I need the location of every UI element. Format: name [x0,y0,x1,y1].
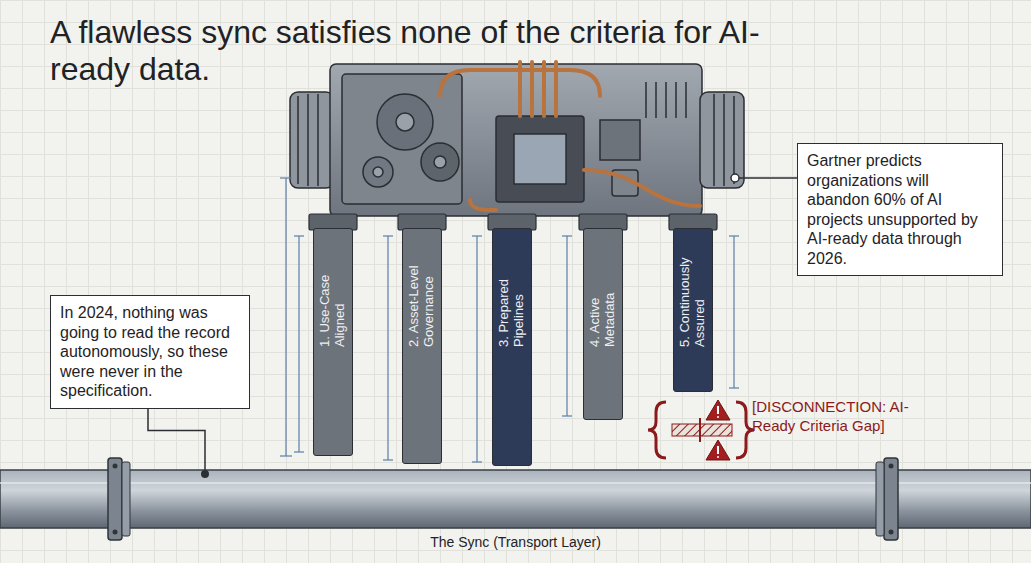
pipe-label: The Sync (Transport Layer) [0,534,1031,550]
pillar-label: 1. Use-Case Aligned [318,241,348,347]
pillar-label: 2. Asset-Level Governance [407,241,437,347]
gap-label: [DISCONNECTION: AI-Ready Criteria Gap] [752,398,937,436]
machine [290,64,744,216]
criteria-pillar: 5. Continuously Assured [673,228,713,392]
pillar-label: 5. Continuously Assured [678,241,708,347]
leader-connector [148,409,205,470]
connector-dot [201,470,209,478]
criteria-pillar: 2. Asset-Level Governance [402,228,442,464]
callout-box: Gartner predicts organizations will aban… [797,143,1003,276]
criteria-pillar: 3. Prepared Pipelines [492,228,532,466]
transport-pipe: The Sync (Transport Layer) [0,470,1031,528]
callout-box: In 2024, nothing was going to read the r… [50,295,250,409]
callout-text: Gartner predicts organizations will aban… [807,151,993,268]
callout-text: In 2024, nothing was going to read the r… [60,303,240,401]
criteria-pillar: 4. Active Metadata [583,228,623,420]
leader-line [731,174,797,182]
sync-pipe [0,458,1031,540]
diagram-title: A flawless sync satisfies none of the cr… [50,14,770,88]
pillar-label: 3. Prepared Pipelines [497,241,527,347]
gap-bracket [648,400,754,460]
pillar-label: 4. Active Metadata [588,241,618,347]
copper-pipes [440,62,700,210]
criteria-pillar: 1. Use-Case Aligned [313,228,353,456]
